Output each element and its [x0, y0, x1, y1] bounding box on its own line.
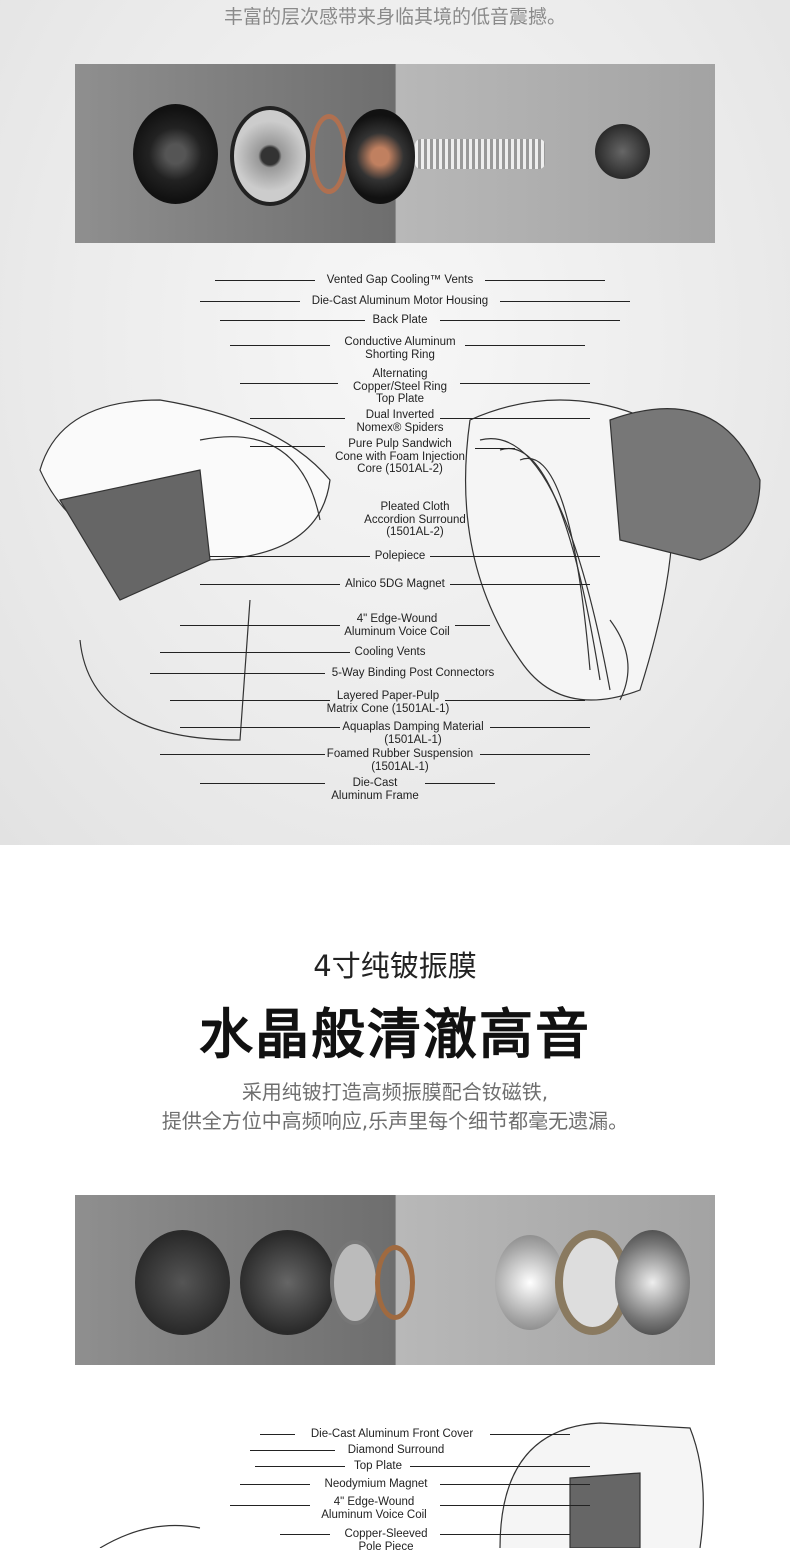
- label-aluminum-frame: Die-Cast Aluminum Frame: [331, 777, 419, 802]
- label-front-cover: Die-Cast Aluminum Front Cover: [310, 1428, 474, 1440]
- label-neodymium-magnet: Neodymium Magnet: [324, 1478, 428, 1490]
- desc-line-1: 采用纯铍打造高频振膜配合钕磁铁,: [241, 1080, 549, 1104]
- label-paper-pulp-cone: Layered Paper-Pulp Matrix Cone (1501AL-1…: [326, 690, 450, 715]
- label-cooling-vents: Cooling Vents: [354, 646, 426, 658]
- desc-line-2: 提供全方位中高频响应,乐声里每个细节都毫无遗漏。: [161, 1109, 629, 1133]
- label-polepiece: Polepiece: [374, 550, 426, 562]
- label-pleated-surround: Pleated Cloth Accordion Surround (1501AL…: [364, 501, 466, 538]
- label-shorting-ring: Conductive Aluminum Shorting Ring: [344, 336, 456, 361]
- tweeter-cutaway-drawing: [99, 1422, 704, 1548]
- woofer-cutaway-drawing: [39, 399, 761, 741]
- label-vented-gap-cooling: Vented Gap Cooling™ Vents: [326, 274, 474, 286]
- label-back-plate: Back Plate: [372, 314, 428, 326]
- tweeter-description: 采用纯铍打造高频振膜配合钕磁铁, 提供全方位中高频响应,乐声里每个细节都毫无遗漏…: [0, 1078, 790, 1136]
- label-top-plate: Alternating Copper/Steel Ring Top Plate: [353, 368, 447, 405]
- tweeter-title: 水晶般清澈高音: [199, 1003, 591, 1066]
- woofer-intro-text: 丰富的层次感带来身临其境的低音震撼。: [223, 6, 566, 28]
- woofer-cutaway-diagram: Vented Gap Cooling™ Vents Die-Cast Alumi…: [39, 274, 761, 802]
- label-diamond-surround: Diamond Surround: [347, 1444, 445, 1456]
- woofer-exploded-photo: [75, 64, 715, 243]
- tweeter-exploded-photo: [75, 1195, 715, 1365]
- label-motor-housing: Die-Cast Aluminum Motor Housing: [311, 295, 489, 307]
- label-voice-coil: 4" Edge-Wound Aluminum Voice Coil: [321, 1496, 427, 1521]
- label-binding-posts: 5-Way Binding Post Connectors: [331, 667, 495, 679]
- label-alnico-magnet: Alnico 5DG Magnet: [345, 578, 445, 590]
- label-pulp-cone: Pure Pulp Sandwich Cone with Foam Inject…: [335, 438, 465, 475]
- label-aquaplas: Aquaplas Damping Material (1501AL-1): [342, 721, 484, 746]
- label-voice-coil: 4" Edge-Wound Aluminum Voice Coil: [344, 613, 450, 638]
- label-rubber-suspension: Foamed Rubber Suspension (1501AL-1): [326, 748, 474, 773]
- label-nomex-spiders: Dual Inverted Nomex® Spiders: [356, 409, 444, 434]
- label-top-plate: Top Plate: [354, 1460, 402, 1472]
- label-pole-piece: Copper-Sleeved Pole Piece: [344, 1528, 428, 1553]
- tweeter-subtitle: 4寸纯铍振膜: [313, 949, 477, 983]
